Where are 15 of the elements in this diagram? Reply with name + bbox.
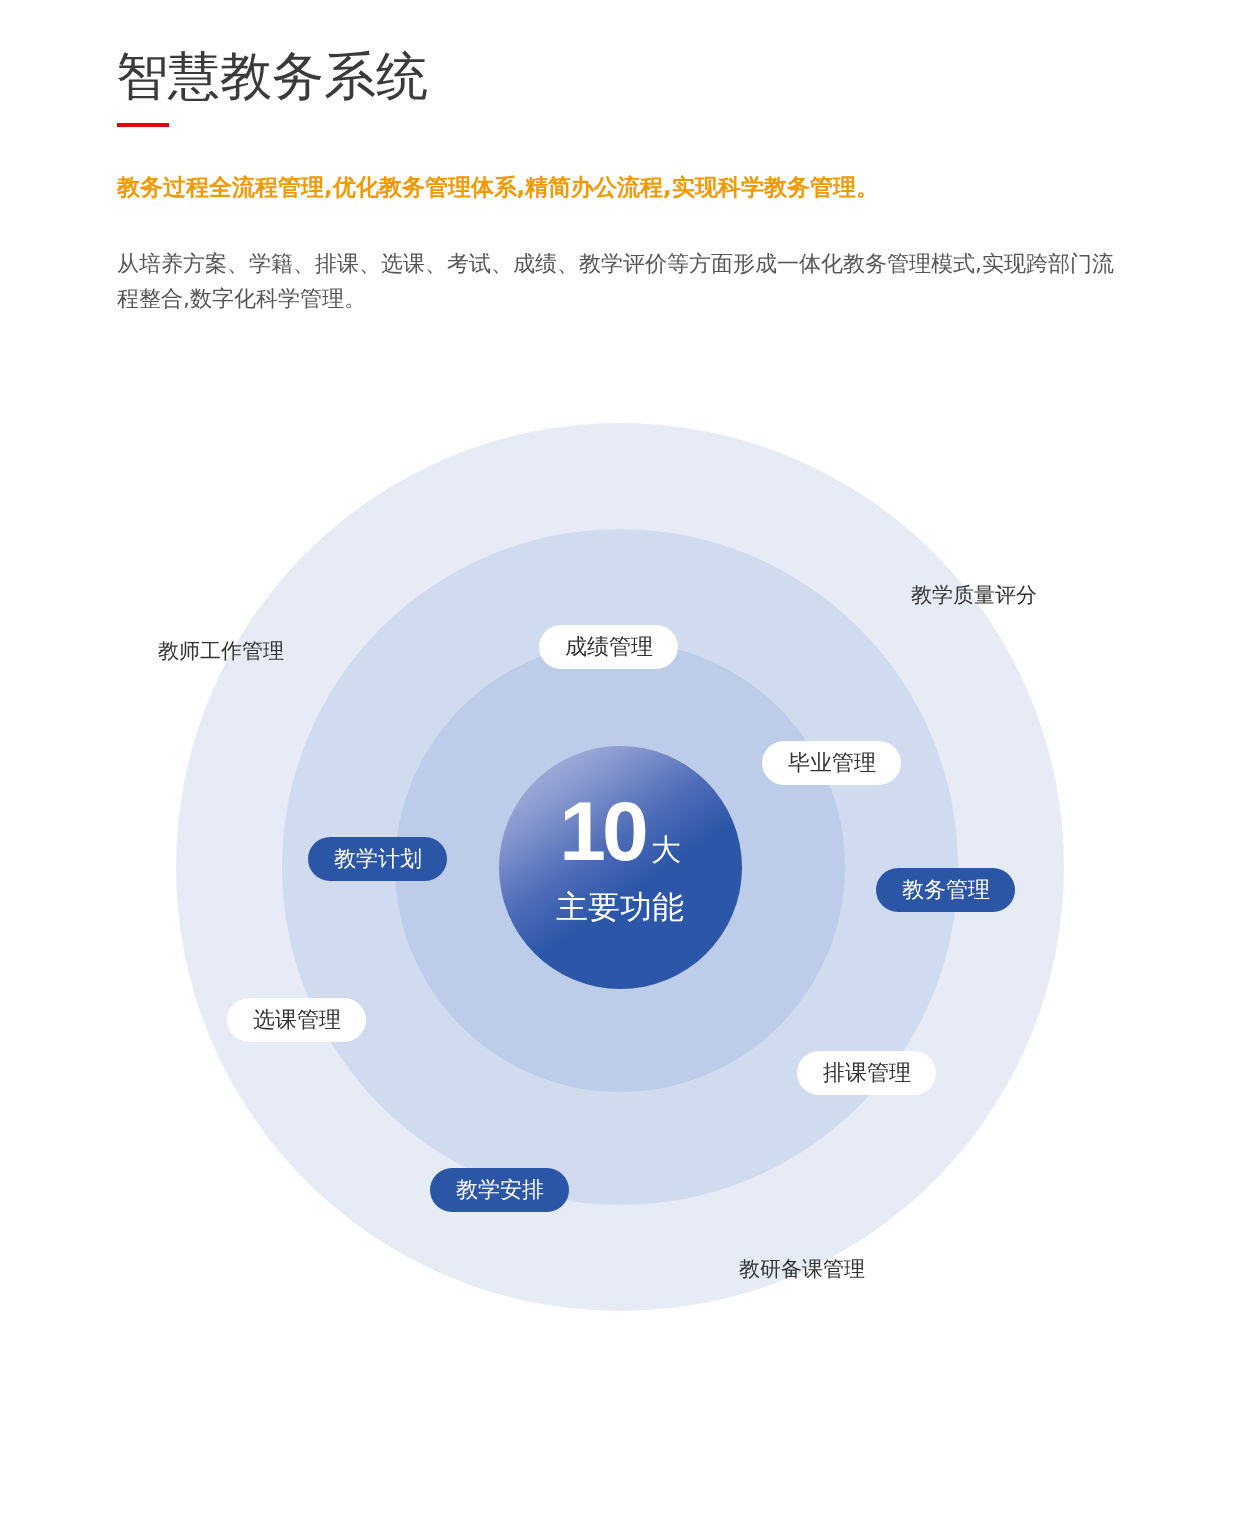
description: 从培养方案、学籍、排课、选课、考试、成绩、教学评价等方面形成一体化教务管理模式,实现跨部门流程整合,数字化科学管理。 — [117, 249, 1115, 313]
tagline: 教务过程全流程管理,优化教务管理体系,精简办公流程,实现科学教务管理。 — [117, 173, 879, 201]
ring-label: 教师工作管理 — [158, 639, 284, 665]
pill-label: 教学安排 — [430, 1168, 569, 1212]
count-text: 10大 — [559, 789, 681, 880]
title: 智慧教务系统 — [116, 45, 428, 108]
pill-label: 教务管理 — [876, 868, 1015, 912]
ring-label: 教研备课管理 — [739, 1257, 865, 1283]
pill-label: 教学计划 — [308, 837, 447, 881]
circle-title: 主要功能 — [556, 888, 684, 927]
pill-label: 毕业管理 — [762, 741, 901, 785]
pill-label: 成绩管理 — [539, 625, 678, 669]
pill-label: 排课管理 — [797, 1051, 936, 1095]
ring-label: 教学质量评分 — [911, 583, 1037, 609]
pill-label: 选课管理 — [227, 998, 366, 1042]
